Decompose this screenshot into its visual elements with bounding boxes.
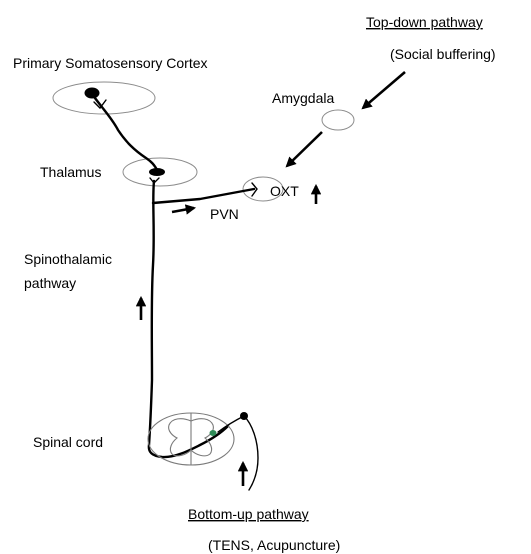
amygdala-region bbox=[322, 110, 354, 130]
bottom-up-pathway-title: Bottom-up pathway bbox=[188, 506, 309, 522]
spinal-cord-cross-section bbox=[148, 413, 234, 465]
spinothalamic-label-line1: Spinothalamic bbox=[24, 251, 112, 267]
top-down-pathway-title: Top-down pathway bbox=[366, 14, 483, 30]
cortex-label: Primary Somatosensory Cortex bbox=[13, 55, 208, 71]
bottom-up-pathway-note: (TENS, Acupuncture) bbox=[208, 537, 340, 553]
pvn-arrow bbox=[172, 208, 194, 212]
top-down-arrow-lower bbox=[287, 132, 322, 166]
dorsal-root-ganglion-soma bbox=[240, 412, 248, 420]
pvn-label: PVN bbox=[210, 206, 239, 222]
top-down-pathway-note: (Social buffering) bbox=[390, 46, 496, 62]
amygdala-label: Amygdala bbox=[272, 90, 334, 106]
thalamus-label: Thalamus bbox=[40, 164, 101, 180]
spinal-synapse bbox=[210, 430, 217, 436]
primary-afferent-fiber bbox=[244, 416, 258, 490]
pvn-collateral-axon bbox=[153, 189, 254, 203]
spinothalamic-axon bbox=[149, 181, 228, 457]
spinal-cord-label: Spinal cord bbox=[33, 434, 103, 450]
thalamus-neuron-soma bbox=[149, 168, 165, 176]
oxt-label: OXT bbox=[270, 183, 299, 199]
spinothalamic-label-line2: pathway bbox=[24, 275, 76, 291]
top-down-arrow-upper bbox=[363, 72, 405, 108]
